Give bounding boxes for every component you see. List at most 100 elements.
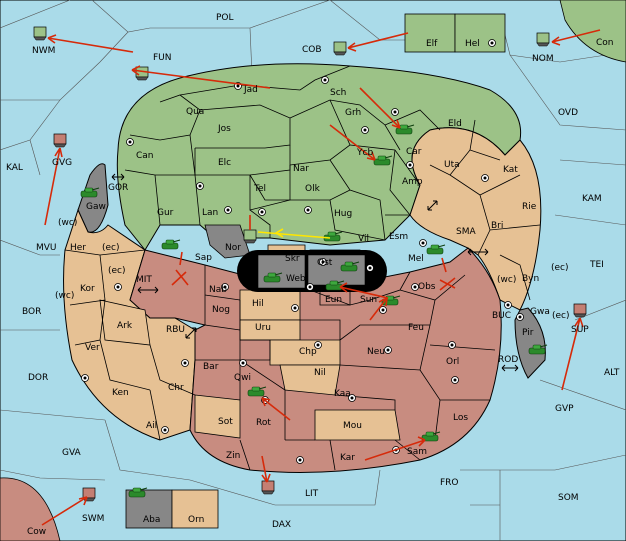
adjacency-arrows [111,173,519,372]
label-aba: Aba [143,515,160,525]
sea-label-sma: SMA [456,227,476,237]
label-feu: Feu [408,323,424,333]
label-amp: Amp [402,177,423,187]
unit-fleet-nom [536,32,550,47]
label-ail: Ail [146,421,157,431]
label-ycb: Ycb [356,148,373,158]
province-nil[interactable] [279,364,341,396]
coast-byn-ec: (ec) [551,263,569,273]
label-mel: Mel [408,254,424,264]
label-kaa: Kaa [334,389,351,399]
label-ver: Ver [85,343,100,353]
sea-label-kam: KAM [582,194,602,204]
sea-label-alt: ALT [604,368,620,378]
label-can: Can [136,151,154,161]
sea-label-dax: DAX [272,520,291,530]
label-jad: Jad [243,85,258,95]
sea-label-nom: NOM [532,54,554,64]
label-kar: Kar [340,453,355,463]
label-ark: Ark [117,321,133,331]
coast-labels: (wc) (ec) (ec) (wc) (wc) (ec) (ec) [55,218,570,321]
province-hil[interactable] [239,289,301,321]
label-nab: Nab [209,285,227,295]
label-obs: Obs [418,282,436,292]
sea-label-buc: BUC [492,311,511,321]
sea-label-ovd: OVD [558,108,578,118]
coast-byn-wc: (wc) [497,275,516,285]
label-uru: Uru [255,323,271,333]
label-her: Her [70,243,86,253]
sea-label-sup: SUP [571,325,589,335]
sea-label-som: SOM [558,493,579,503]
label-gwa: Gwa [530,307,550,317]
unit-fleet-sup [573,303,587,318]
label-elf: Elf [426,39,438,49]
label-chr: Chr [168,383,184,393]
label-bar: Bar [203,362,219,372]
label-nor: Nor [225,243,241,253]
land-labels: Elf Hel Con Jad Sch Qua Jos Grh Eld Can … [27,38,614,537]
label-nog: Nog [212,305,230,315]
coast-gwa-ec: (ec) [552,311,570,321]
province-nor[interactable] [204,224,251,259]
sea-label-bor: BOR [22,307,41,317]
label-ken: Ken [112,388,129,398]
province-orn[interactable] [171,489,219,529]
sea-label-gvp: GVP [555,404,574,414]
province-sot[interactable] [194,394,241,439]
label-sot: Sot [218,417,233,427]
sea-label-fun: FUN [153,53,172,63]
orders [41,29,601,526]
province-hel[interactable] [454,13,506,53]
sea-label-rbu: RBU [166,325,185,335]
label-nar: Nar [293,164,309,174]
label-eld: Eld [448,119,462,129]
coast-kor-ec: (ec) [108,266,126,276]
label-neu: Neu [367,347,385,357]
unit-fleet-gvg [53,133,67,148]
supply-centers [81,76,524,464]
label-elc: Elc [218,158,231,168]
label-qwi: Qwi [234,373,251,383]
label-vil: Vil [358,234,369,244]
label-sch: Sch [330,88,346,98]
label-qua: Qua [186,107,204,117]
sea-label-cob: COB [302,45,322,55]
label-rie: Rie [522,202,537,212]
unit-fleet-nwm [33,26,47,41]
label-web: Web [286,274,306,284]
label-con: Con [596,38,614,48]
label-sam: Sam [407,447,427,457]
label-chp: Chp [299,347,317,357]
label-jos: Jos [217,124,231,134]
label-hel: Hel [465,39,480,49]
label-cow: Cow [27,527,46,537]
sea-labels: POL FUN COB NWM NOM OVD KAL KAM GOR GVG … [6,13,620,530]
label-bri: Bri [491,221,503,231]
province-mou[interactable] [314,409,401,441]
label-skr: Skr [285,254,300,264]
sea-label-pol: POL [216,13,234,23]
land-borders [64,65,541,471]
label-nil: Nil [314,368,326,378]
sea-label-swm: SWM [82,514,104,524]
label-hug: Hug [334,209,352,219]
sea-label-rod: ROD [498,355,518,365]
label-byn: Byn [522,274,539,284]
label-mou: Mou [343,421,362,431]
sea-label-dor: DOR [28,373,48,383]
label-esm: Esm [389,232,408,242]
sea-label-mit: MIT [136,275,152,285]
label-orl: Orl [446,357,459,367]
label-uta: Uta [444,160,460,170]
label-gaw: Gaw [86,202,106,212]
label-sap: Sap [195,253,212,263]
province-pir[interactable] [514,307,546,379]
label-gur: Gur [157,208,174,218]
label-grh: Grh [345,108,361,118]
label-los: Los [453,413,468,423]
sea-label-fro: FRO [440,478,459,488]
